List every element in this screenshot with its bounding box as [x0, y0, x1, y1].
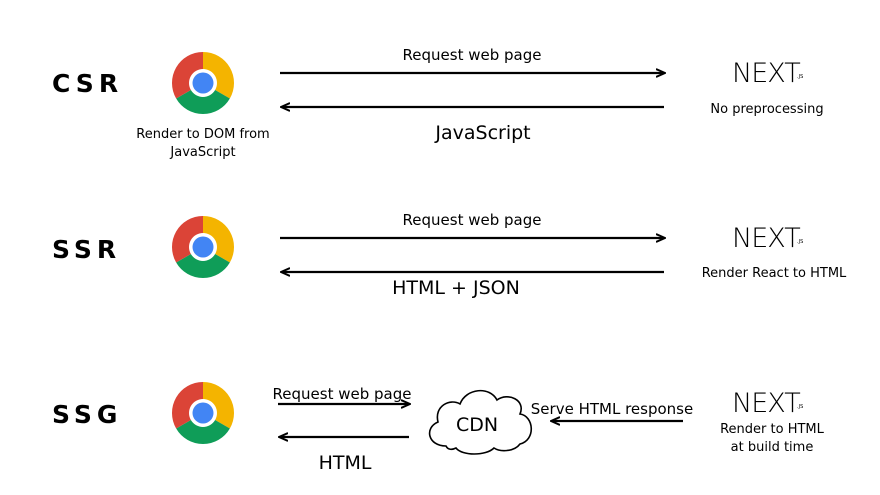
chrome-browser-icon [171, 52, 235, 115]
response-label: HTML [319, 452, 372, 474]
cdn-label: CDN [456, 414, 498, 436]
row-label-ssr: SSR [52, 235, 121, 264]
request-label: Request web page [273, 385, 412, 403]
serve-label: Serve HTML response [531, 400, 693, 418]
server-caption: Render React to HTML [702, 266, 847, 281]
nextjs-logo: NEXT .JS [732, 223, 803, 254]
row-label-csr: CSR [52, 69, 123, 98]
request-label: Request web page [403, 211, 542, 229]
nextjs-logo-text: NEXT [732, 223, 800, 254]
cdn-cloud-icon [428, 389, 533, 455]
nextjs-logo: NEXT .JS [732, 58, 803, 89]
chrome-browser-icon [171, 382, 235, 445]
row-label-ssg: SSG [52, 400, 122, 429]
chrome-browser-icon [171, 216, 235, 279]
browser-caption-line-1: Render to DOM from [136, 127, 269, 142]
nextjs-logo-sub: .JS [797, 404, 803, 410]
server-caption-line-1: Render to HTML [720, 422, 825, 437]
server-caption: No preprocessing [710, 102, 823, 117]
nextjs-logo-sub: .JS [797, 239, 803, 245]
nextjs-logo-sub: .JS [797, 74, 803, 80]
browser-caption-line-2: JavaScript [169, 145, 235, 160]
nextjs-logo-text: NEXT [732, 388, 800, 419]
request-label: Request web page [403, 46, 542, 64]
response-label: HTML + JSON [392, 277, 520, 299]
response-label: JavaScript [434, 122, 530, 144]
nextjs-logo: NEXT .JS [732, 388, 803, 419]
nextjs-logo-text: NEXT [732, 58, 800, 89]
server-caption-line-2: at build time [731, 440, 814, 455]
